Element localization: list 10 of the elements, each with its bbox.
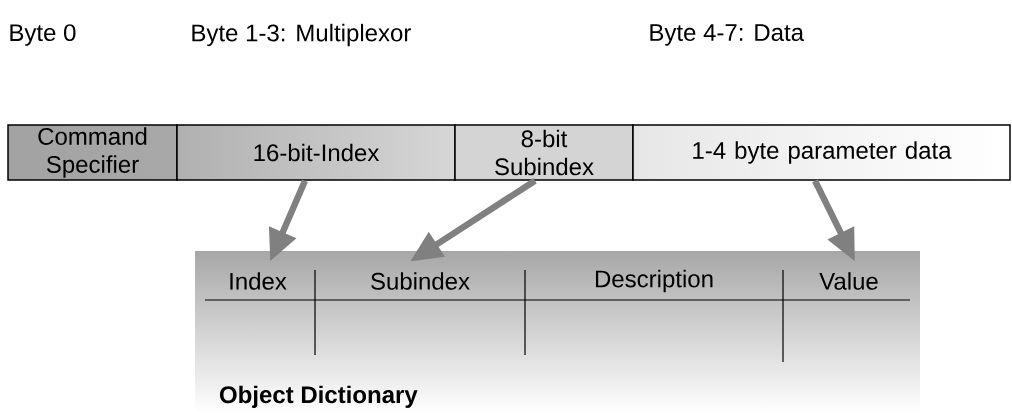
- byte-label: Byte 4-7: Data: [650, 24, 804, 46]
- column-header: Index: [230, 272, 287, 290]
- column-header: Description: [595, 269, 713, 293]
- field-box: 16-bit-Index: [176, 124, 456, 181]
- column-header: Value: [819, 272, 878, 290]
- field-box: Command Specifier: [7, 124, 178, 181]
- byte-label: Byte 1-3: Multiplexor: [192, 23, 411, 47]
- column-header: Subindex: [371, 272, 470, 290]
- byte-label: Byte 0: [10, 24, 76, 46]
- field-box: 8-bit Subindex: [454, 124, 634, 181]
